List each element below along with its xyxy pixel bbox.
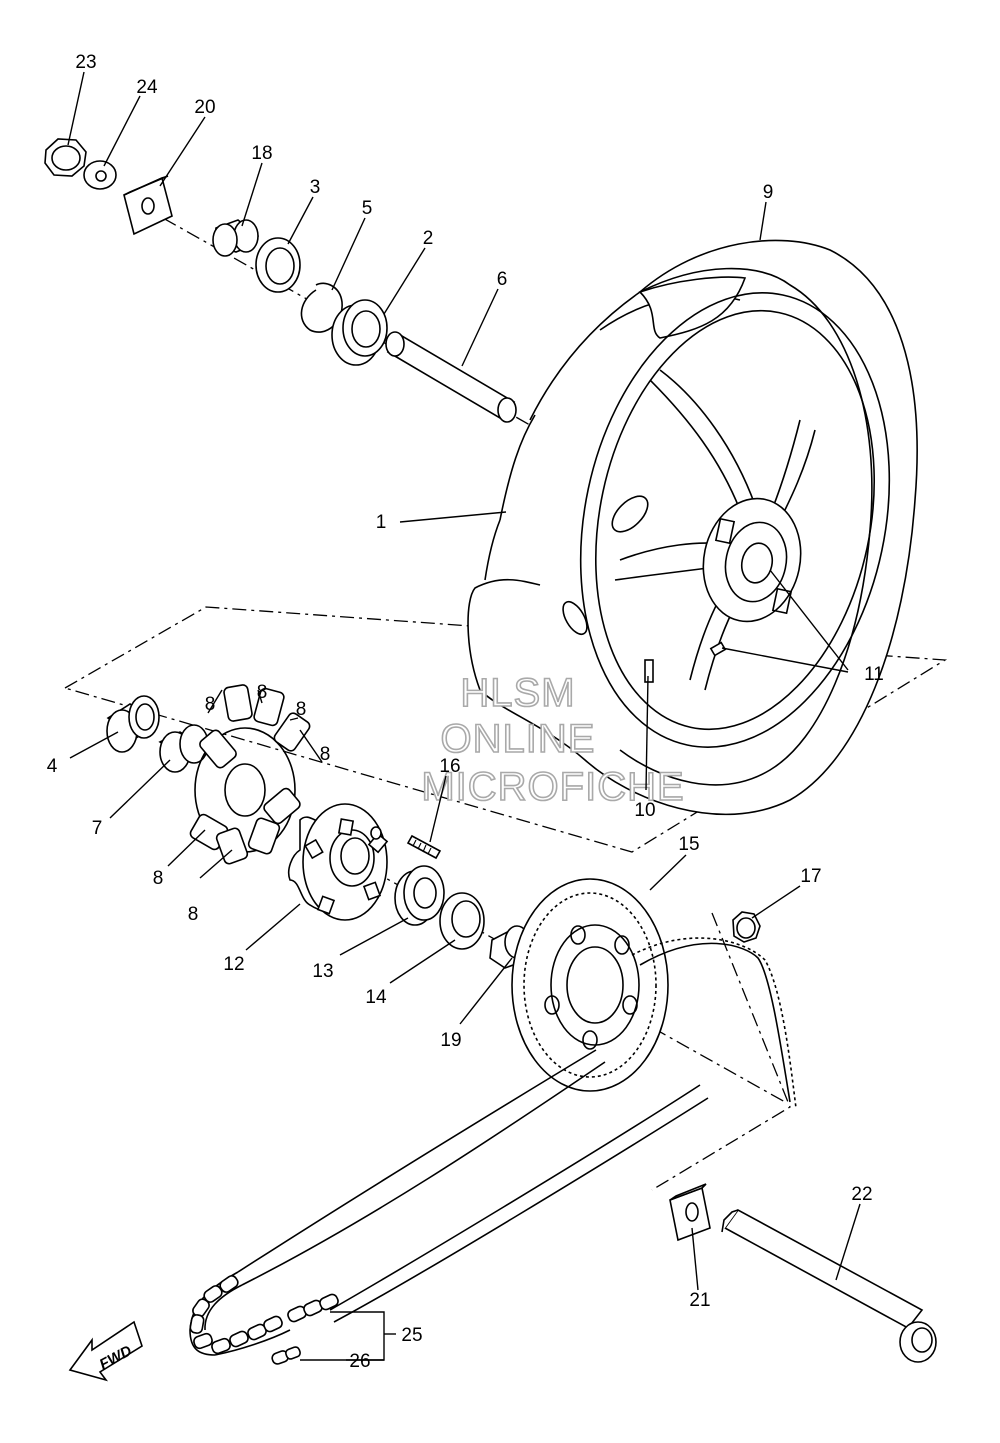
washer[interactable]: [83, 160, 117, 190]
callout-numbers: 23 24 20 18 3 5 2 6 9 1 11 10 4 7 8 8 8 …: [47, 52, 884, 1372]
balance-weight[interactable]: [709, 641, 727, 657]
callout-8-f[interactable]: 8: [188, 904, 199, 925]
axle-nut[interactable]: [44, 138, 87, 177]
callout-5[interactable]: 5: [362, 198, 373, 219]
sprocket-nut[interactable]: [732, 911, 761, 943]
callout-25[interactable]: 25: [401, 1325, 422, 1346]
collar-18[interactable]: [212, 219, 259, 257]
callout-26[interactable]: 26: [349, 1351, 370, 1372]
watermark: HLSM ONLINE MICROFICHE: [421, 670, 685, 810]
stud-bolt[interactable]: [406, 834, 442, 860]
wheel-and-tire[interactable]: [467, 239, 930, 816]
callout-8-b[interactable]: 8: [257, 682, 268, 703]
bearing-13[interactable]: [394, 865, 445, 926]
callout-22[interactable]: 22: [851, 1184, 872, 1205]
needle-bearing[interactable]: [106, 695, 160, 753]
collar-7[interactable]: [158, 724, 209, 773]
callout-3[interactable]: 3: [310, 177, 321, 198]
callout-15[interactable]: 15: [678, 834, 699, 855]
leader-lines: [67, 71, 861, 1361]
sprocket-carrier[interactable]: [287, 803, 389, 921]
callout-18[interactable]: 18: [251, 143, 272, 164]
chain-puller-right[interactable]: [669, 1183, 711, 1242]
oil-seal-3[interactable]: [255, 237, 301, 293]
callout-21[interactable]: 21: [689, 1290, 710, 1311]
watermark-line1: HLSM: [460, 671, 575, 715]
callout-19[interactable]: 19: [440, 1030, 461, 1051]
callout-4[interactable]: 4: [47, 756, 58, 777]
callout-8-d[interactable]: 8: [320, 744, 331, 765]
callout-6[interactable]: 6: [497, 269, 508, 290]
callout-7[interactable]: 7: [92, 818, 103, 839]
watermark-line3: MICROFICHE: [421, 765, 684, 809]
callout-9[interactable]: 9: [763, 182, 774, 203]
callout-12[interactable]: 12: [223, 954, 244, 975]
callout-2[interactable]: 2: [423, 228, 434, 249]
callout-14[interactable]: 14: [365, 987, 387, 1008]
callout-23[interactable]: 23: [75, 52, 96, 73]
hub-dampers[interactable]: [189, 684, 312, 865]
callout-10[interactable]: 10: [634, 800, 655, 821]
spacer-tube[interactable]: [385, 331, 517, 423]
callout-13[interactable]: 13: [312, 961, 333, 982]
callout-1[interactable]: 1: [376, 512, 387, 533]
callout-11[interactable]: 11: [864, 664, 884, 685]
fwd-arrow: FWD: [68, 1320, 143, 1382]
chain-links-left: [189, 1275, 283, 1355]
valve-stem[interactable]: [644, 659, 654, 683]
callout-20[interactable]: 20: [194, 97, 215, 118]
callout-8-e[interactable]: 8: [153, 868, 164, 889]
callout-8-a[interactable]: 8: [205, 694, 216, 715]
oil-seal-14[interactable]: [439, 892, 485, 950]
rear-axle[interactable]: [721, 1208, 937, 1363]
rear-sprocket[interactable]: [511, 878, 669, 1092]
callout-16[interactable]: 16: [439, 756, 460, 777]
callout-8-c[interactable]: 8: [296, 699, 307, 720]
chain-puller-left[interactable]: [123, 175, 173, 236]
callout-17[interactable]: 17: [800, 866, 821, 887]
bearing-2[interactable]: [331, 299, 388, 366]
hub-assembly-frame: [64, 606, 948, 853]
chain-links-right: [287, 1293, 339, 1323]
watermark-line2: ONLINE: [441, 717, 596, 761]
callout-24[interactable]: 24: [136, 77, 158, 98]
drive-chain[interactable]: [189, 937, 797, 1356]
chain-joint[interactable]: [271, 1346, 302, 1365]
chain-assembly-frame: [651, 912, 791, 1191]
